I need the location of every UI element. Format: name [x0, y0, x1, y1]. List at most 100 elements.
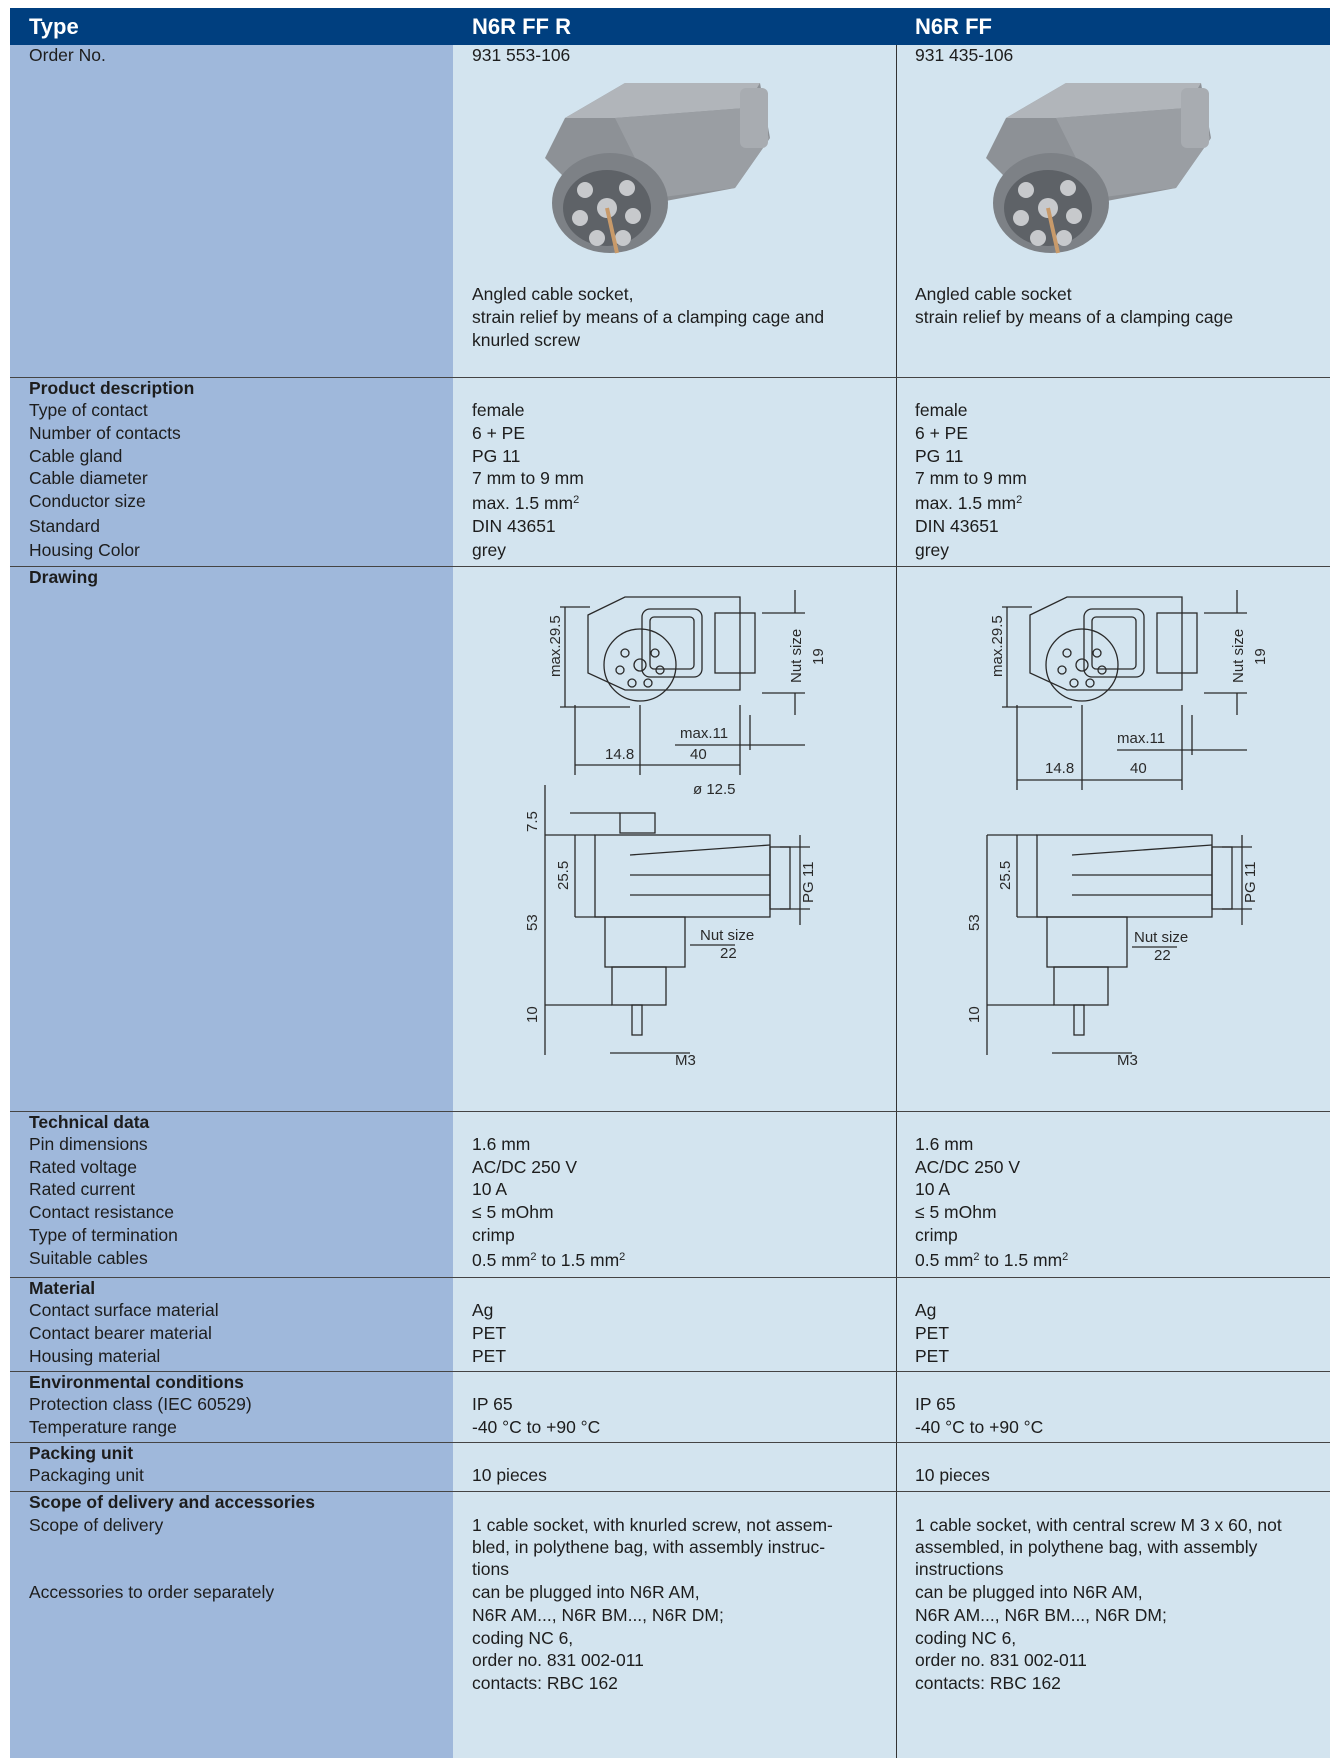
mat-col1-0: Ag	[472, 1300, 494, 1320]
dim2-40: 40	[1130, 760, 1147, 777]
td-col2-5-sup2: 2	[1062, 1251, 1069, 1263]
scope-acc-col1-2: coding NC 6,	[472, 1628, 574, 1648]
dim-nutsize: Nut size	[788, 629, 805, 683]
header-bar: Type N6R FF R N6R FF	[10, 8, 1330, 45]
scope-delivery-label: Scope of delivery	[29, 1515, 164, 1535]
dim2-m3: M3	[1117, 1052, 1138, 1069]
divider-technical	[10, 1111, 1330, 1112]
td-label-4: Type of termination	[29, 1225, 178, 1245]
packing-label: Packaging unit	[29, 1465, 144, 1485]
td-label-3: Contact resistance	[29, 1202, 174, 1222]
dim-25-5: 25.5	[555, 861, 572, 890]
td-col1-5-b: to 1.5 mm	[536, 1250, 620, 1270]
dim-max11: max.11	[680, 725, 728, 742]
divider-material	[10, 1277, 1330, 1278]
column-divider	[896, 45, 897, 1758]
scope-acc-col2-0: can be plugged into N6R AM,	[915, 1582, 1143, 1602]
material-heading: Material	[29, 1278, 96, 1298]
scope-acc-col2-4: contacts: RBC 162	[915, 1673, 1061, 1693]
td-col2-5-b: to 1.5 mm	[979, 1250, 1063, 1270]
caption-col2-line2: strain relief by means of a clamping cag…	[915, 307, 1234, 327]
pd-col2-4: max. 1.5 mm2	[915, 492, 1022, 515]
environmental-heading: Environmental conditions	[29, 1372, 244, 1392]
td-col2-5-a: 0.5 mm	[915, 1250, 974, 1270]
pd-label-2: Cable gland	[29, 446, 123, 466]
header-type: Type	[29, 14, 79, 39]
caption-col1-line3: knurled screw	[472, 330, 580, 350]
scope-acc-col1-4: contacts: RBC 162	[472, 1673, 618, 1693]
order-label: Order No.	[29, 45, 106, 65]
divider-scope	[10, 1491, 1330, 1492]
pd-col1-1: 6 + PE	[472, 423, 526, 443]
pd-col1-3: 7 mm to 9 mm	[472, 468, 584, 488]
divider-drawing	[10, 566, 1330, 567]
env-col2-1: -40 °C to +90 °C	[915, 1417, 1044, 1437]
env-col1-0: IP 65	[472, 1394, 513, 1414]
env-label-0: Protection class (IEC 60529)	[29, 1394, 252, 1414]
packing-col2: 10 pieces	[915, 1465, 990, 1485]
td-label-0: Pin dimensions	[29, 1134, 148, 1154]
scope-delivery-col2-0: 1 cable socket, with central screw M 3 x…	[915, 1515, 1282, 1535]
dim-7-5: 7.5	[524, 811, 541, 832]
scope-acc-label: Accessories to order separately	[29, 1582, 275, 1602]
pd-col1-4-sup: 2	[573, 494, 580, 506]
dim2-25-5: 25.5	[997, 861, 1014, 890]
td-col1-5-sup2: 2	[619, 1251, 626, 1263]
td-col2-2: 10 A	[915, 1179, 951, 1199]
dim2-max11: max.11	[1117, 730, 1165, 747]
pd-col2-6: grey	[915, 540, 950, 560]
pd-col2-1: 6 + PE	[915, 423, 969, 443]
dim2-14-8: 14.8	[1045, 760, 1074, 777]
td-label-5: Suitable cables	[29, 1248, 148, 1268]
td-col1-5-sup1: 2	[530, 1251, 537, 1263]
dim-53: 53	[524, 914, 541, 931]
pd-col1-2: PG 11	[472, 446, 521, 466]
td-col2-5: 0.5 mm2 to 1.5 mm2	[915, 1249, 1068, 1272]
product-description-heading: Product description	[29, 378, 195, 398]
scope-acc-col1-0: can be plugged into N6R AM,	[472, 1582, 700, 1602]
header-col1: N6R FF R	[472, 14, 571, 39]
mat-col2-1: PET	[915, 1323, 950, 1343]
env-col2-0: IP 65	[915, 1394, 956, 1414]
pd-col2-5: DIN 43651	[915, 516, 999, 536]
td-col2-0: 1.6 mm	[915, 1134, 974, 1154]
pd-label-0: Type of contact	[29, 400, 148, 420]
dim2-53: 53	[966, 914, 983, 931]
dim-m3: M3	[675, 1052, 696, 1069]
technical-drawing-col1: max.29.5 Nut size 19 max.11 14.8 40 ø 12…	[524, 590, 827, 1069]
pd-label-3: Cable diameter	[29, 468, 148, 488]
dim-nutsize22-b: 22	[720, 945, 737, 962]
dim2-nutsize22-b: 22	[1154, 947, 1171, 964]
product-photo-col1	[545, 83, 770, 254]
dim2-10: 10	[966, 1006, 983, 1023]
order-col1: 931 553-106	[472, 45, 571, 65]
caption-col1-line1: Angled cable socket,	[472, 284, 634, 304]
pd-col2-0: female	[915, 400, 968, 420]
dim-dia12-5: ø 12.5	[693, 781, 736, 798]
pd-label-5: Standard	[29, 516, 101, 536]
env-col1-1: -40 °C to +90 °C	[472, 1417, 601, 1437]
td-col1-5-a: 0.5 mm	[472, 1250, 531, 1270]
value-columns-background	[453, 45, 1330, 1758]
header-col2: N6R FF	[915, 14, 992, 39]
pd-label-4: Conductor size	[29, 491, 146, 511]
mat-col2-0: Ag	[915, 1300, 937, 1320]
td-col2-5-sup1: 2	[973, 1251, 980, 1263]
mat-label-1: Contact bearer material	[29, 1323, 212, 1343]
scope-delivery-col2-1: assembled, in polythene bag, with assemb…	[915, 1537, 1258, 1557]
pd-label-1: Number of contacts	[29, 423, 181, 443]
dim-40: 40	[690, 746, 707, 763]
caption-col2-line1: Angled cable socket	[915, 284, 1072, 304]
packing-heading: Packing unit	[29, 1443, 134, 1463]
scope-delivery-col1-0: 1 cable socket, with knurled screw, not …	[472, 1515, 833, 1535]
dim-max29: max.29.5	[547, 615, 564, 677]
dim-pg11: PG 11	[800, 862, 817, 903]
dim2-pg11: PG 11	[1242, 862, 1259, 903]
env-label-1: Temperature range	[29, 1417, 177, 1437]
technical-data-heading: Technical data	[29, 1112, 150, 1132]
scope-acc-col2-1: N6R AM..., N6R BM..., N6R DM;	[915, 1605, 1167, 1625]
scope-acc-col2-3: order no. 831 002-011	[915, 1650, 1087, 1670]
scope-delivery-col1-1: bled, in polythene bag, with assembly in…	[472, 1537, 826, 1557]
td-col1-0: 1.6 mm	[472, 1134, 531, 1154]
